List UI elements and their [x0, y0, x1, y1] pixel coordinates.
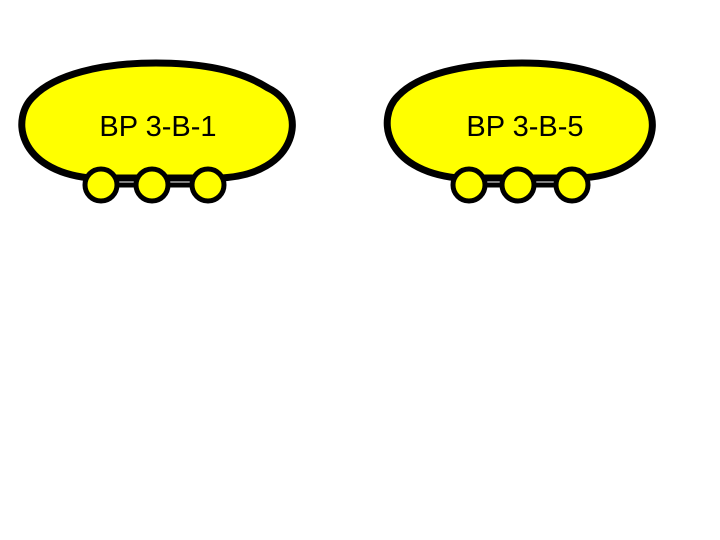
connector-node — [133, 166, 171, 204]
connector-node — [499, 166, 537, 204]
connector-node — [553, 166, 591, 204]
node-oval — [383, 59, 656, 182]
node-bp-3-b-1: BP 3-B-1 — [18, 59, 296, 204]
node-label: BP 3-B-5 — [466, 111, 583, 143]
node-oval — [18, 59, 296, 182]
connector-node — [82, 166, 120, 204]
connector-node — [450, 166, 488, 204]
connector-node — [189, 166, 227, 204]
node-label: BP 3-B-1 — [99, 111, 216, 143]
node-bp-3-b-5: BP 3-B-5 — [383, 59, 656, 204]
